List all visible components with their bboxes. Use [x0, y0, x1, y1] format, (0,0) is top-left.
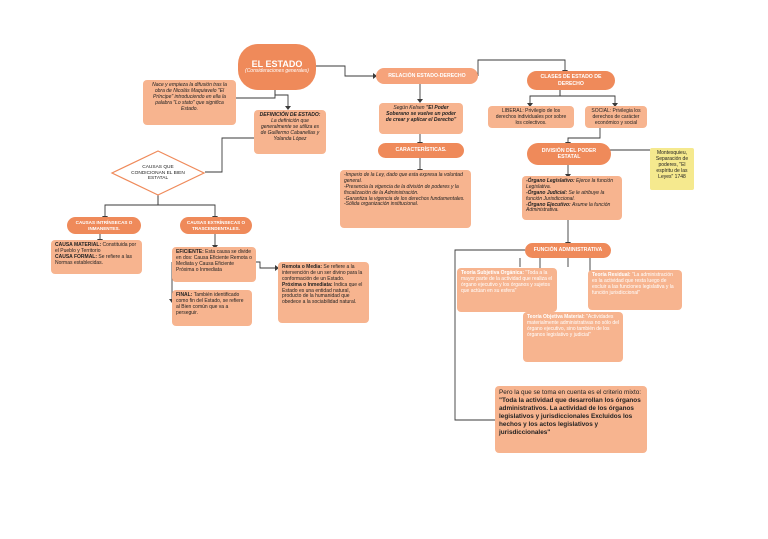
criterio-pre: Pero la que se toma en cuenta es el crit… — [499, 389, 642, 396]
division-item-body: Asume la función Administrativa. — [526, 201, 611, 214]
intro-text: Nace y empieza la difusión tras la obra … — [152, 82, 227, 112]
subjetiva-body: "Toda a la mayor parte de la actividad q… — [461, 270, 553, 294]
caracteristica-item: -Presencia la vigencia de la división de… — [344, 183, 459, 196]
caracteristicas-box: -Imperio de la Ley, dado que esta expres… — [340, 170, 471, 228]
material-head: CAUSA MATERIAL: — [55, 242, 102, 248]
division-item-head: -Órgano Ejecutivo: — [526, 201, 571, 208]
subjetiva-head: Teoría Subjetiva Orgánica: — [461, 270, 524, 276]
eficiente-head: EFICIENTE: — [176, 249, 204, 255]
formal-head: CAUSA FORMAL: — [55, 253, 98, 260]
definicion-head: DEFINICIÓN DE ESTADO: — [259, 112, 321, 118]
extrinsecas-pill: CAUSAS EXTRÍNSECAS O TRASCENDENTALES. — [180, 217, 252, 234]
objetiva-box: Teoría Objetiva Material: "Actividades m… — [523, 312, 623, 362]
eficiente-box: EFICIENTE: Esta causa se divide en dos: … — [172, 247, 256, 282]
causas-question: CAUSAS QUE CONDICIONAN EL BIEN ESTATAL — [130, 165, 186, 182]
title-node: EL ESTADO (Consideraciones generales) — [238, 44, 316, 90]
social-box: SOCIAL: Privilegia los derechos de carác… — [585, 106, 647, 128]
subjetiva-box: Teoría Subjetiva Orgánica: "Toda a la ma… — [457, 268, 557, 312]
proxima-head: Próxima o Inmediata: — [282, 281, 333, 288]
eficiente-body: Esta causa se divide en dos: Causa Efici… — [176, 249, 252, 273]
montesquieu-text: Montesquieu, Separación de poderes, "El … — [655, 150, 689, 180]
liberal-text: LIBERAL: Privilegio de los derechos indi… — [495, 108, 567, 126]
relacion-pill: RELACIÓN ESTADO-DERECHO — [376, 68, 478, 84]
relacion-label: RELACIÓN ESTADO-DERECHO — [388, 72, 466, 79]
criterio-box: Pero la que se toma en cuenta es el crit… — [495, 386, 647, 453]
kelsen-pre: Según Kelsen — [393, 105, 426, 111]
division-box: -Órgano Legislativo: Ejerce la función L… — [522, 176, 622, 220]
division-item: -Órgano Legislativo: Ejerce la función L… — [526, 178, 618, 191]
remota-body: Se refiere a la intervención de un ser d… — [282, 264, 363, 282]
intrinsecas-label: CAUSAS INTRÍNSECAS O INMANENTES. — [75, 220, 133, 231]
division-item-body: Ejerce la función Legislativa. — [526, 178, 613, 190]
division-item: -Órgano Judicial: Se le atribuye la func… — [526, 189, 618, 203]
material-body: Constituida por el Pueblo y Territorio — [55, 242, 137, 254]
final-body: También identificado como fin del Estado… — [176, 292, 244, 316]
division-item-head: -Órgano Legislativo: — [526, 178, 575, 184]
criterio-bold: "Toda la actividad que desarrollan los ó… — [499, 397, 641, 436]
title-main: EL ESTADO — [251, 58, 303, 69]
kelsen-bold: "El Poder Soberano se vuelve un poder de… — [385, 105, 457, 123]
residual-head: Teoría Residual: — [592, 272, 631, 278]
definicion-box: DEFINICIÓN DE ESTADO: La definición que … — [254, 110, 326, 154]
intrinsecas-pill: CAUSAS INTRÍNSECAS O INMANENTES. — [67, 217, 141, 234]
final-box: FINAL: También identificado como fin del… — [172, 290, 252, 326]
definicion-body: La definición que generalmente se utiliz… — [260, 117, 320, 142]
funcion-label: FUNCIÓN ADMINISTRATIVA — [533, 247, 603, 254]
funcion-pill: FUNCIÓN ADMINISTRATIVA — [525, 243, 611, 258]
final-head: FINAL: — [176, 292, 193, 298]
division-item-head: -Órgano Judicial: — [526, 189, 568, 196]
causas-question-text: CAUSAS QUE CONDICIONAN EL BIEN ESTATAL — [131, 165, 185, 182]
division-pill: DIVISIÓN DEL PODER ESTATAL — [527, 143, 611, 165]
proxima-body: Indica que el Estado es una entidad natu… — [282, 281, 363, 306]
division-item: -Órgano Ejecutivo: Asume la función Admi… — [526, 201, 618, 215]
caracteristicas-label: CARACTERÍSTICAS. — [395, 147, 447, 154]
caracteristica-item: -Garantiza la vigencia de los derechos f… — [344, 195, 465, 202]
remota-head: Remota o Media: — [282, 264, 323, 270]
objetiva-head: Teoría Objetiva Material: — [527, 314, 585, 320]
remota-proxima-box: Remota o Media: Se refiere a la interven… — [278, 262, 369, 323]
clases-pill: CLASES DE ESTADO DE DERECHO — [527, 71, 615, 90]
kelsen-box: Según Kelsen "El Poder Soberano se vuelv… — [379, 103, 463, 134]
caracteristica-item: -Sólida organización institucional. — [344, 201, 419, 208]
division-label: DIVISIÓN DEL PODER ESTATAL — [541, 147, 597, 160]
social-text: SOCIAL: Privilegia los derechos de carác… — [591, 108, 641, 126]
extrinsecas-label: CAUSAS EXTRÍNSECAS O TRASCENDENTALES. — [186, 220, 246, 231]
caracteristica-item: -Imperio de la Ley, dado que esta expres… — [344, 172, 463, 184]
caracteristicas-pill: CARACTERÍSTICAS. — [378, 143, 464, 158]
montesquieu-note: Montesquieu, Separación de poderes, "El … — [650, 148, 694, 190]
objetiva-body: "Actividades materialmente administrativ… — [527, 314, 619, 338]
title-sub: (Consideraciones generales) — [245, 68, 309, 75]
clases-label: CLASES DE ESTADO DE DERECHO — [540, 74, 602, 87]
residual-box: Teoría Residual: "La administración es l… — [588, 270, 682, 310]
formal-body: Se refiere a las Normas establecidas. — [55, 253, 133, 266]
causas-diamond — [110, 150, 206, 196]
residual-body: "La administración es la actividad que r… — [592, 272, 674, 296]
liberal-box: LIBERAL: Privilegio de los derechos indi… — [488, 106, 574, 128]
division-item-body: Se le atribuye la función Jurisdiccional… — [526, 189, 605, 202]
intrinsecas-box: CAUSA MATERIAL: Constituida por el Puebl… — [51, 240, 142, 274]
intro-box: Nace y empieza la difusión tras la obra … — [143, 80, 236, 125]
